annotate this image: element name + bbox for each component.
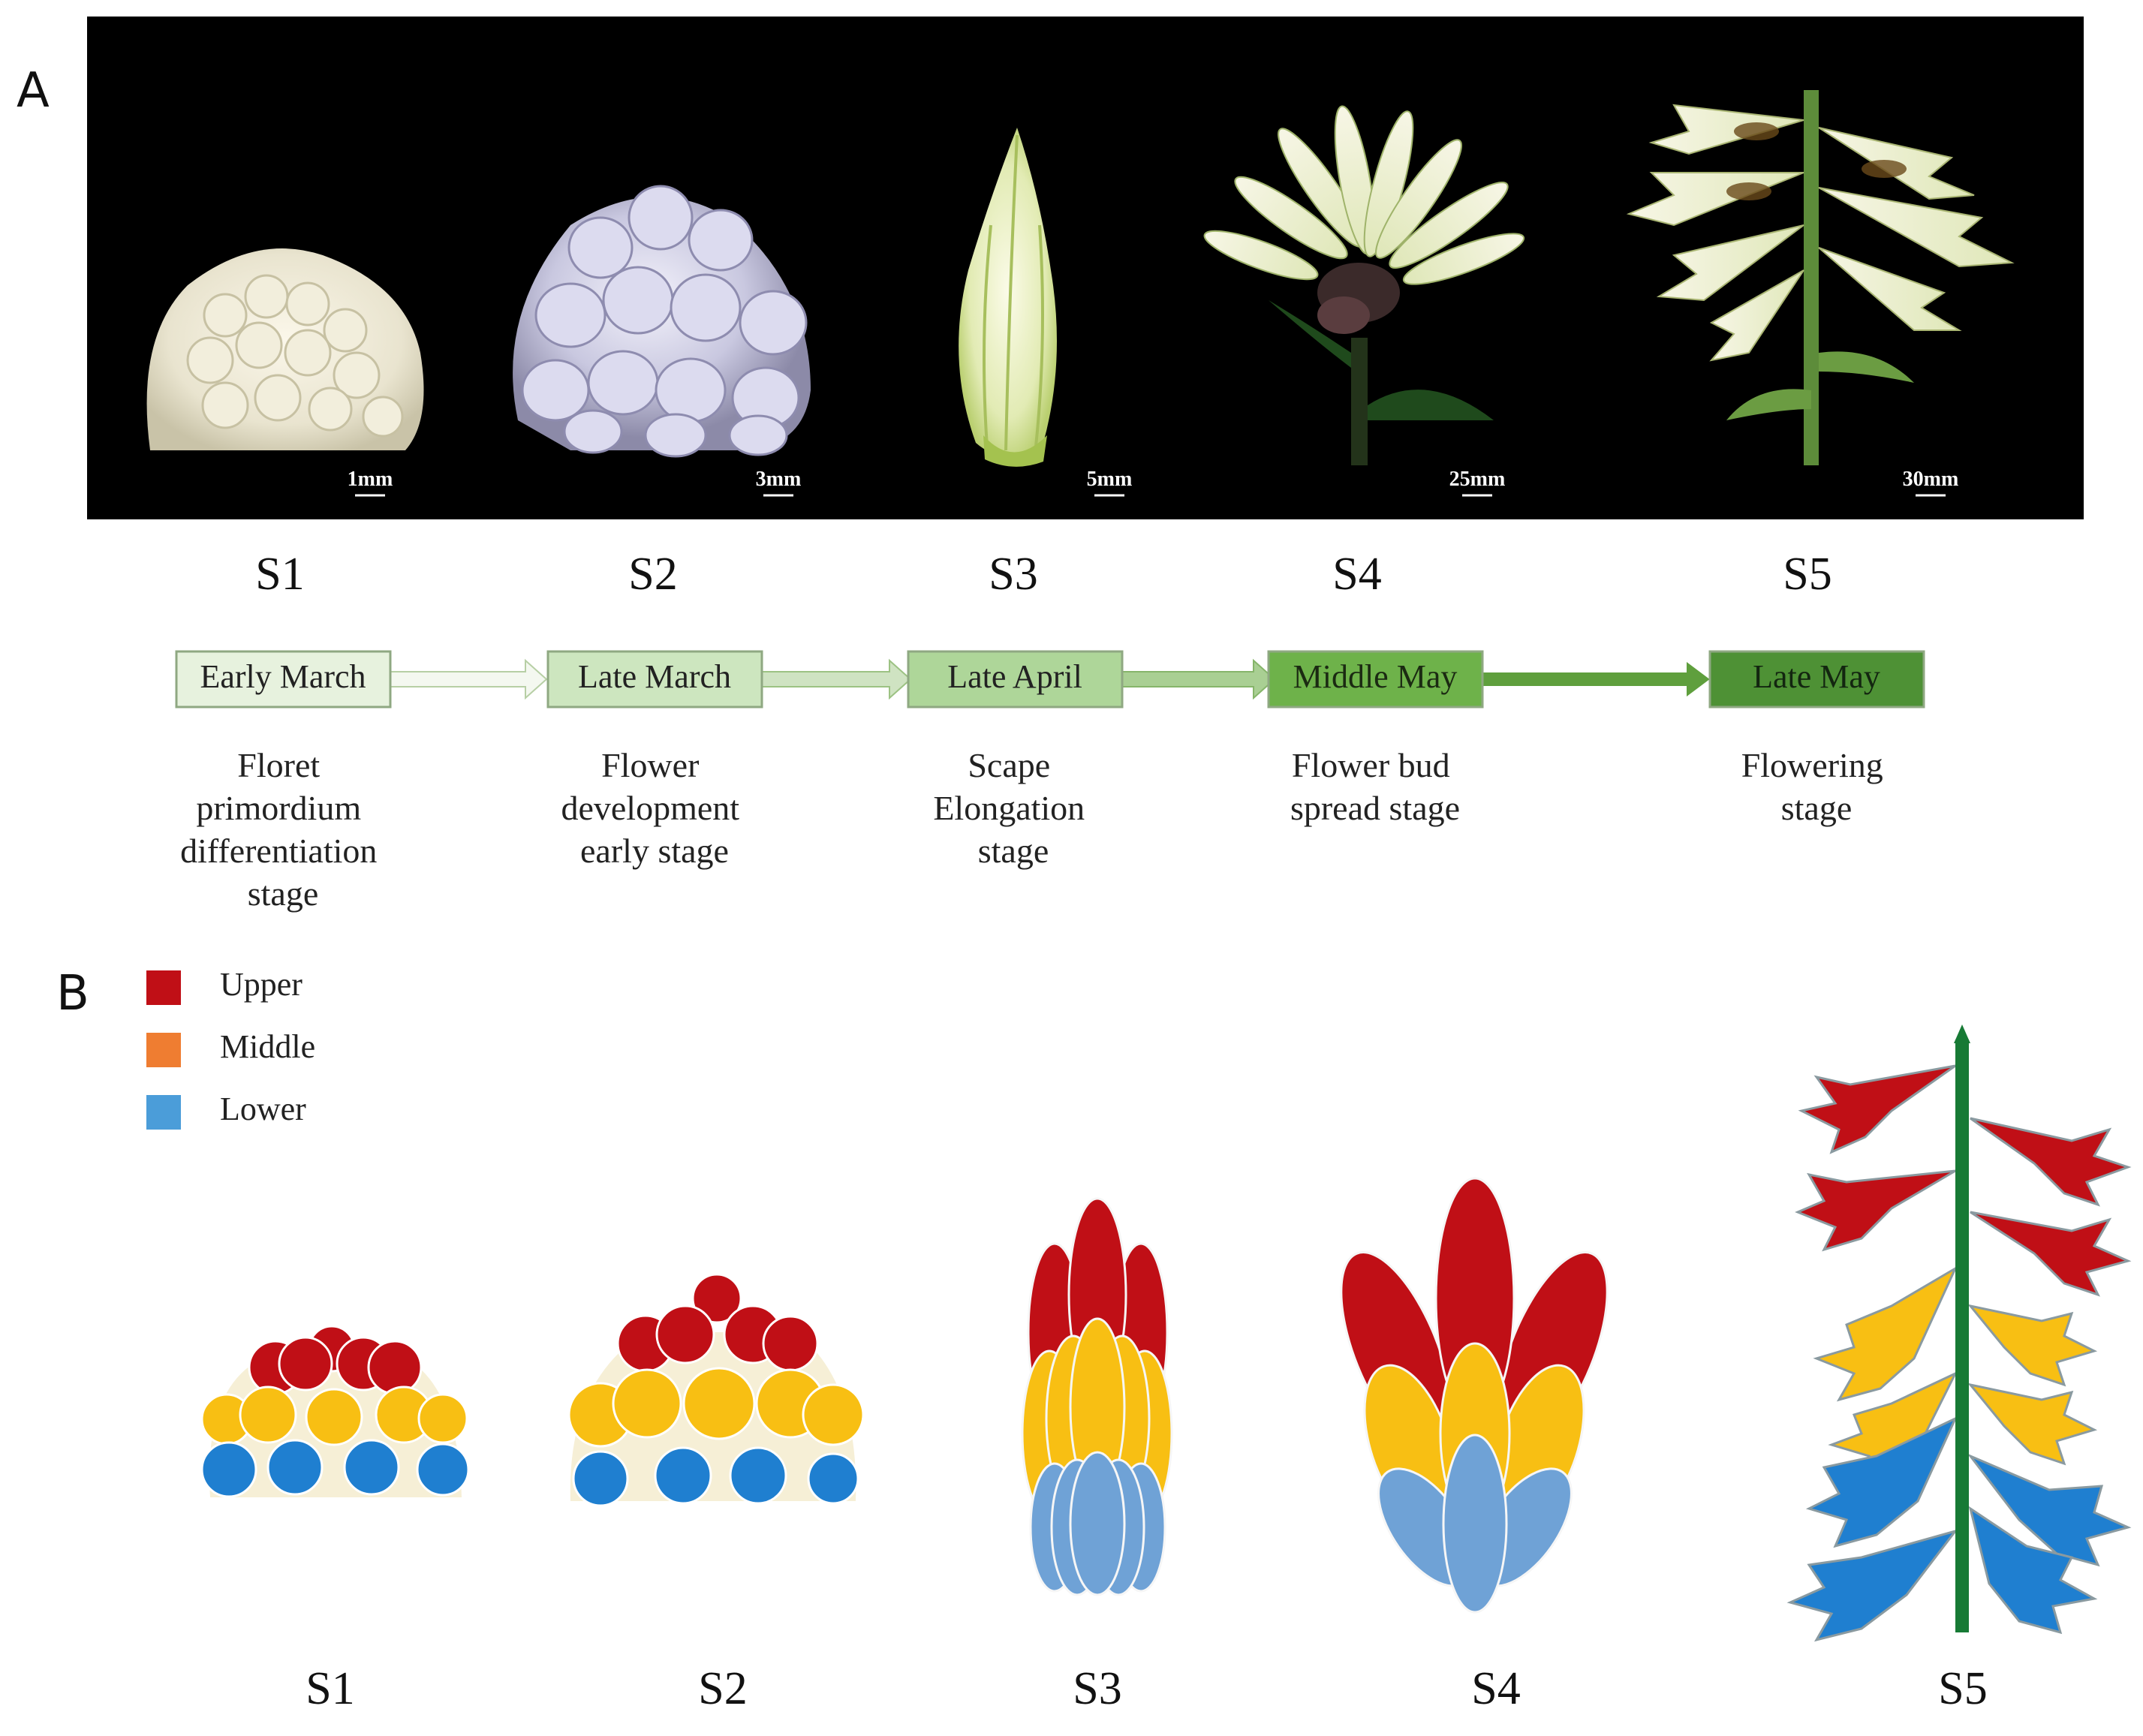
stage-descriptions: Floret primordium differentiation stage … [180,746,1892,913]
timeline-box-s2: Late March [546,650,763,709]
photo-s4 [1203,105,1525,465]
scale-bar-s2: 3mm [756,468,802,497]
photo-stage-labels: S1 S2 S3 S4 S5 [255,549,1831,600]
timeline-box-s1: Early March [175,650,392,709]
svg-text:25mm: 25mm [1449,468,1506,491]
photo-strip: 1mm 3mm 5mm 25mm 30mm [87,17,2084,519]
photo-stage-label-s1: S1 [255,549,304,600]
photo-s3 [959,128,1057,467]
schematic-label-s5: S5 [1938,1663,1987,1714]
svg-text:30mm: 30mm [1903,468,1959,491]
photo-stage-label-s3: S3 [989,549,1037,600]
s5-lower-flowers [1786,1416,2132,1642]
schematic-s4 [1340,1177,1609,1614]
scale-bar-s3: 5mm [1087,468,1133,497]
s5-middle-flowers [1813,1265,2098,1485]
timeline-date-s1: Early March [200,658,366,695]
timeline-date-s5: Late May [1753,658,1880,695]
legend: Upper Middle Lower [146,966,315,1130]
schematic-label-s3: S3 [1073,1663,1121,1714]
timeline-box-s3: Late April [907,650,1124,709]
legend-item-middle: Middle [146,1028,315,1067]
schematic-stage-labels: S1 S2 S3 S4 S5 [305,1663,1987,1714]
legend-item-lower: Lower [146,1091,306,1130]
panel-label-b: B [56,966,89,1021]
s5-upper-flowers [1795,1064,2132,1297]
schematic-s3 [1021,1197,1173,1596]
schematic-s2 [567,1273,865,1507]
photo-s1 [146,248,424,450]
timeline: Early March Late March Late April Middle… [175,650,1925,709]
stage-description-s1: Floret primordium differentiation stage [180,746,386,913]
timeline-date-s2: Late March [578,658,731,695]
timeline-date-s4: Middle May [1293,658,1458,695]
photo-s2 [513,185,811,458]
photo-stage-label-s2: S2 [628,549,677,600]
schematic-s5 [1786,1024,2132,1642]
photo-background [87,17,2084,519]
s5-stem [1955,1039,1969,1632]
stage-description-s5: Flowering stage [1741,746,1892,827]
stage-description-s2: Flower development early stage [561,746,748,870]
photo-stage-label-s5: S5 [1783,549,1831,600]
scale-bars: 1mm 3mm 5mm 25mm 30mm [348,468,1959,497]
scale-bar-s1: 1mm [348,468,393,497]
schematic-label-s4: S4 [1471,1663,1520,1714]
schematic-s1 [200,1325,470,1498]
photo-stage-label-s4: S4 [1332,549,1381,600]
timeline-box-s4: Middle May [1267,650,1484,709]
svg-text:3mm: 3mm [756,468,802,491]
svg-text:Lower: Lower [220,1091,306,1127]
stage-description-s3: Scape Elongation stage [933,746,1093,870]
photo-s5 [1626,90,2015,465]
svg-text:Upper: Upper [220,966,302,1003]
svg-text:1mm: 1mm [348,468,393,491]
timeline-arrows [390,658,1710,700]
s5-stem-tip [1954,1024,1970,1043]
svg-text:Middle: Middle [220,1028,315,1065]
timeline-date-s3: Late April [947,658,1082,695]
stage-description-s4: Flower bud spread stage [1290,746,1460,827]
svg-text:5mm: 5mm [1087,468,1133,491]
legend-item-upper: Upper [146,966,302,1005]
scale-bar-s4: 25mm [1449,468,1506,497]
schematic-label-s2: S2 [698,1663,747,1714]
timeline-box-s5: Late May [1708,650,1925,709]
scale-bar-s5: 30mm [1903,468,1959,497]
panel-label-a: A [17,63,50,119]
schematic-label-s1: S1 [305,1663,354,1714]
